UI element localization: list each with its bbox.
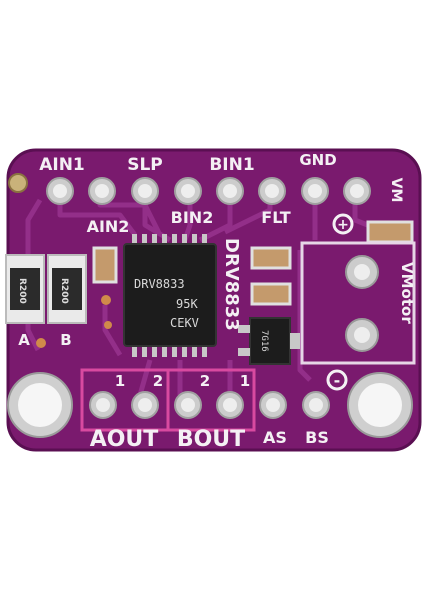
corner-hole: [8, 173, 28, 193]
capacitor-mid-1: [250, 246, 292, 270]
capacitor-mid-2: [250, 282, 292, 306]
bout-silk-box: [166, 368, 256, 432]
label-minus: -: [334, 371, 341, 390]
chip-marking-line2: 95K: [176, 297, 198, 311]
mounting-hole-right: [347, 372, 413, 438]
capacitor-vm: [366, 220, 414, 244]
label-bout-2: 2: [200, 372, 210, 390]
ic-body: [123, 243, 217, 347]
label-bin2: BIN2: [171, 208, 214, 227]
label-aout: AOUT: [90, 427, 159, 452]
label-plus: +: [337, 217, 349, 233]
ic-pins: [132, 234, 207, 357]
resistor-b: [47, 254, 87, 324]
via-2: [36, 338, 46, 348]
vmotor-connector: [300, 213, 416, 391]
resistor-b-marking: R200: [59, 278, 69, 304]
label-ain1: AIN1: [39, 155, 85, 175]
label-slp: SLP: [127, 155, 163, 175]
label-gnd: GND: [299, 151, 336, 169]
label-flt: FLT: [261, 208, 290, 227]
label-bout-1: 1: [240, 372, 250, 390]
label-ain2: AIN2: [87, 217, 130, 236]
label-bs: BS: [305, 428, 329, 447]
via-1: [101, 295, 111, 305]
capacitor-left: [92, 246, 118, 284]
label-drv8833-vertical: DRV8833: [221, 238, 242, 331]
transistor-marking: 7G16: [259, 330, 269, 352]
label-aout-1: 1: [115, 372, 125, 390]
resistor-a: [5, 254, 45, 324]
transistor: [238, 317, 300, 365]
label-vmotor: VMotor: [398, 262, 416, 324]
label-aout-2: 2: [153, 372, 163, 390]
resistor-a-marking: R200: [17, 278, 27, 304]
label-res-a: A: [18, 331, 30, 349]
chip-marking-line3: CEKV: [170, 316, 199, 330]
via-3: [104, 321, 112, 329]
label-as: AS: [263, 428, 287, 447]
label-bin1: BIN1: [209, 155, 254, 175]
mounting-hole-left: [7, 372, 73, 438]
label-res-b: B: [60, 331, 71, 349]
chip-marking-line1: DRV8833: [134, 277, 185, 291]
label-vm: VM: [388, 178, 404, 203]
label-bout: BOUT: [177, 427, 245, 452]
